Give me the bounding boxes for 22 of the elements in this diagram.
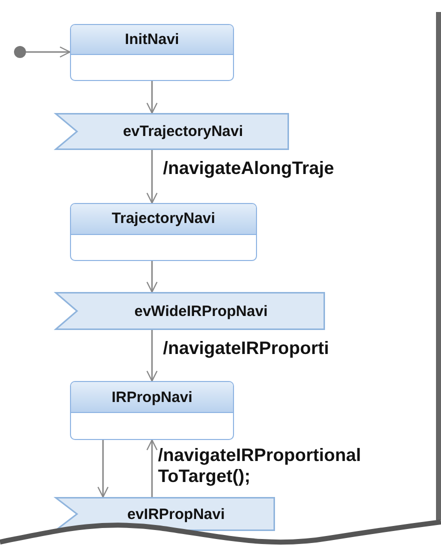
state-name: TrajectoryNavi — [112, 210, 216, 228]
event-flag — [55, 497, 275, 531]
edge-label: /navigateAlongTraje — [163, 158, 334, 179]
event-flag — [55, 292, 325, 330]
transition-arrow — [26, 46, 71, 58]
transition-arrow — [146, 439, 158, 497]
state-box — [70, 381, 234, 440]
event-name: evIRPropNavi — [127, 506, 225, 522]
state-box — [70, 203, 257, 261]
state-name: InitNavi — [124, 31, 180, 48]
event-name: evWideIRPropNavi — [134, 302, 268, 320]
initial-state-dot — [14, 46, 26, 58]
event-name: evTrajectoryNavi — [122, 123, 244, 140]
state-box — [70, 24, 234, 81]
transition-arrow — [146, 81, 158, 114]
transition-arrow — [146, 150, 158, 204]
edge-label: /navigateIRProporti — [163, 338, 330, 359]
transition-arrow — [146, 330, 158, 382]
transition-arrow — [146, 261, 158, 293]
state-name: IRPropNavi — [112, 388, 192, 406]
event-flag — [55, 113, 289, 150]
transition-arrow — [97, 440, 109, 498]
